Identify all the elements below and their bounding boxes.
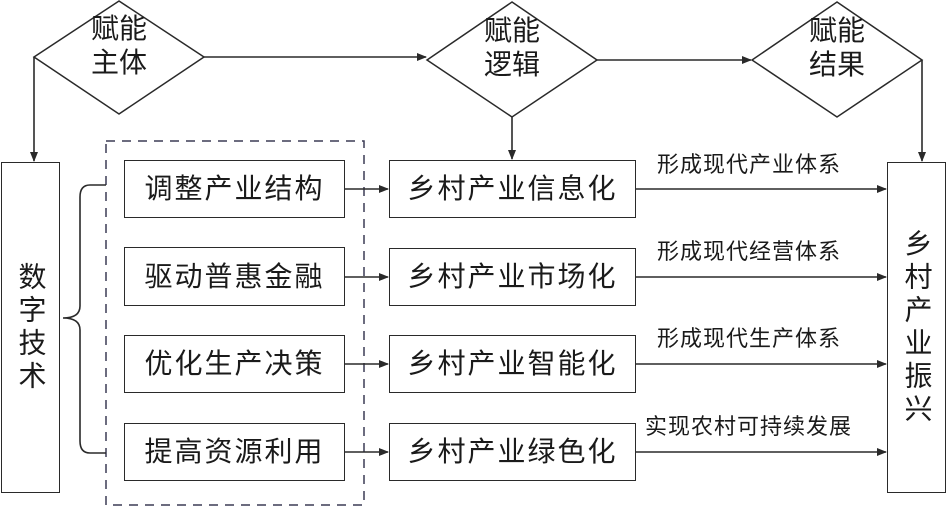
source-box-digital-technology: 数字技术 xyxy=(1,162,60,493)
diamond-label-empowerment-result: 赋能 结果 xyxy=(797,14,877,82)
mechanism-box: 提高资源利用 xyxy=(124,423,345,481)
outcome-label: 乡村产业智能化 xyxy=(407,347,618,380)
edge-label-outcome-4: 实现农村可持续发展 xyxy=(645,415,853,440)
mechanism-group-dashed-box xyxy=(105,140,365,506)
mechanism-label: 调整产业结构 xyxy=(144,172,325,205)
diamond-label-empowerment-logic: 赋能 逻辑 xyxy=(472,14,552,82)
diamond-label-line1: 赋能 xyxy=(483,14,540,47)
outcome-box: 乡村产业信息化 xyxy=(389,160,636,218)
outcome-label: 乡村产业市场化 xyxy=(407,260,618,293)
mechanism-box: 调整产业结构 xyxy=(124,160,345,218)
target-label: 乡村产业振兴 xyxy=(900,228,934,427)
diamond-label-line1: 赋能 xyxy=(90,12,147,45)
outcome-box: 乡村产业绿色化 xyxy=(389,423,636,481)
diamond-empowerment-subject xyxy=(32,0,206,115)
diamond-label-line2: 结果 xyxy=(808,48,865,81)
source-label: 数字技术 xyxy=(14,261,48,394)
outcome-box: 乡村产业智能化 xyxy=(389,335,636,393)
outcome-box: 乡村产业市场化 xyxy=(389,248,636,306)
edge-label-outcome-2: 形成现代经营体系 xyxy=(657,240,842,265)
target-box-rural-industry-revitalization: 乡村产业振兴 xyxy=(887,162,946,493)
mechanism-box: 驱动普惠金融 xyxy=(124,247,345,306)
curly-brace xyxy=(62,184,106,454)
diamond-label-line1: 赋能 xyxy=(808,14,865,47)
diamond-label-line2: 主体 xyxy=(90,46,147,79)
mechanism-label: 提高资源利用 xyxy=(144,435,325,468)
edge-label-outcome-1: 形成现代产业体系 xyxy=(657,153,842,178)
outcome-label: 乡村产业绿色化 xyxy=(407,435,618,468)
outcome-label: 乡村产业信息化 xyxy=(407,172,618,205)
diamond-label-line2: 逻辑 xyxy=(483,48,540,81)
mechanism-label: 驱动普惠金融 xyxy=(144,259,325,293)
mechanism-label: 优化生产决策 xyxy=(144,347,325,380)
mechanism-box: 优化生产决策 xyxy=(124,335,345,393)
diamond-empowerment-result xyxy=(750,1,924,118)
edge-label-outcome-3: 形成现代生产体系 xyxy=(657,327,842,352)
diamond-label-empowerment-subject: 赋能 主体 xyxy=(79,12,159,80)
